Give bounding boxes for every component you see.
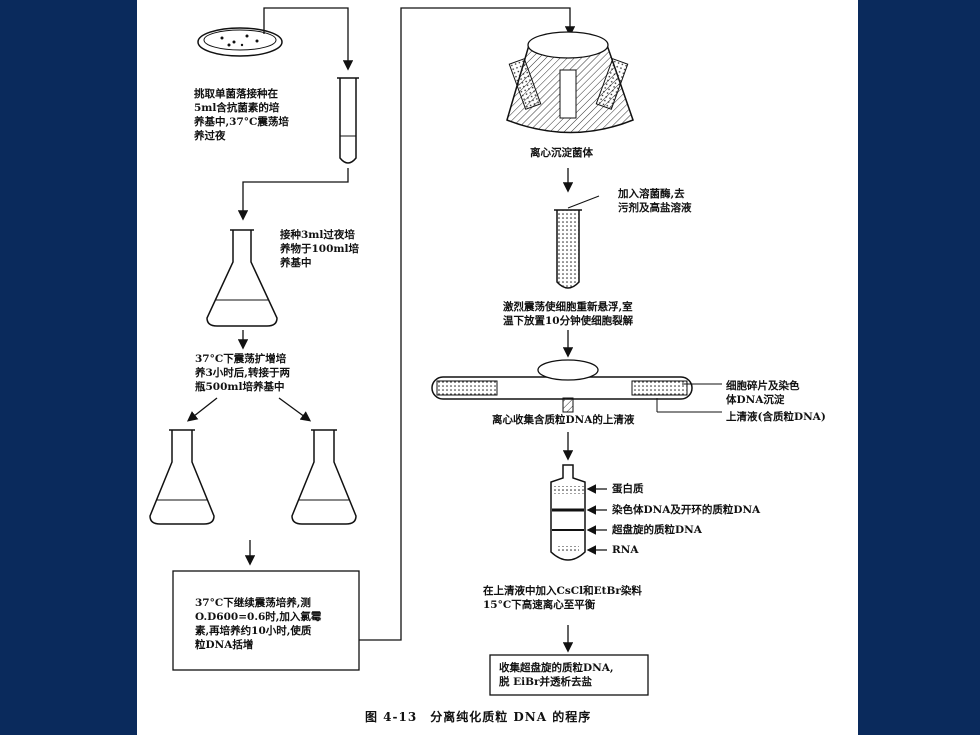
- band-super-label: 超盘旋的质粒DNA: [612, 524, 702, 536]
- pellet-label: 细胞碎片及染色 体DNA沉淀: [726, 380, 800, 406]
- horizontal-centrifuge-icon: [431, 359, 722, 413]
- cscl-tube-icon: [550, 464, 586, 561]
- final-box-label: 收集超盘旋的质粒DNA, 脱 EiBr并透析去盐: [499, 662, 614, 688]
- arrow-box-to-centrifuge: [359, 7, 576, 641]
- band-protein-label: 蛋白质: [612, 483, 644, 495]
- step4-box: [172, 570, 360, 671]
- cscl-label: 在上清液中加入CsCl和EtBr染料 15°C下高速离心至平衡: [483, 585, 642, 611]
- band-rna-label: RNA: [612, 544, 639, 556]
- step4-label: 37°C下继续震荡培养,测 O.D600=0.6时,加入氯霉 素,再培养约10小…: [195, 597, 322, 651]
- final-box: [489, 654, 649, 696]
- centrifuge-label: 离心沉淀菌体: [530, 147, 593, 159]
- figure-caption: 图 4-13 分离纯化质粒 DNA 的程序: [365, 710, 592, 724]
- flask-icon: [291, 429, 357, 525]
- step3-label: 37°C下震荡扩增培 养3小时后,转接于两 瓶500ml培养基中: [195, 353, 290, 393]
- test-tube-icon: [337, 77, 359, 164]
- arrow-split-right: [278, 397, 312, 422]
- flask-icon: [149, 429, 215, 525]
- band-chrom-label: 染色体DNA及开环的质粒DNA: [612, 504, 761, 516]
- arrow-tube-to-flask: [237, 168, 349, 221]
- collect-label: 离心收集含质粒DNA的上清液: [492, 414, 635, 426]
- flask-icon: [206, 229, 278, 327]
- supernatant-label: 上清液(含质粒DNA): [726, 411, 826, 423]
- lysis-tube-icon: [554, 195, 600, 289]
- figure-sheet: 挑取单菌落接种在 5ml含抗菌素的培 养基中,37°C震荡培 养过夜 接种3ml…: [137, 0, 858, 735]
- petri-dish-icon: [197, 27, 283, 57]
- centrifuge-rotor-icon: [506, 31, 634, 134]
- shake-label: 激烈震荡使细胞重新悬浮,室 温下放置10分钟使细胞裂解: [503, 301, 634, 327]
- arrow-petri-to-tube: [263, 7, 354, 71]
- step2-label: 接种3ml过夜培 养物于100ml培 养基中: [280, 229, 360, 269]
- flow-diagram: [149, 7, 722, 696]
- arrow-split-left: [186, 397, 218, 422]
- step1-label: 挑取单菌落接种在 5ml含抗菌素的培 养基中,37°C震荡培 养过夜: [194, 88, 289, 142]
- add-lysis-label: 加入溶菌酶,去 污剂及高盐溶液: [618, 188, 692, 214]
